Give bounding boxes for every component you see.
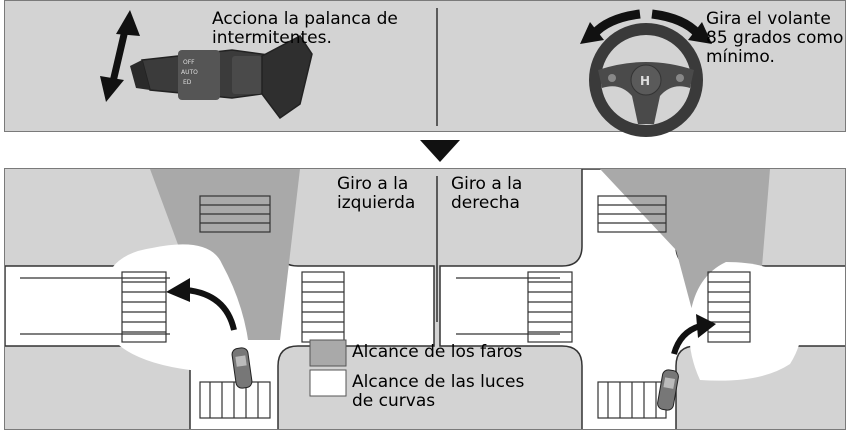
rotate-left-arrow-icon	[580, 9, 641, 44]
turn-left-arrow-icon	[166, 278, 237, 331]
steering-wheel-icon: H	[589, 23, 703, 137]
right-intersection	[439, 169, 845, 429]
headlight-beam-left	[150, 169, 300, 340]
left-intersection	[5, 169, 435, 429]
legend-swatch-cornering	[309, 369, 347, 397]
svg-text:AUTO: AUTO	[181, 69, 198, 76]
up-down-arrow-icon	[100, 10, 140, 102]
svg-text:ED: ED	[183, 79, 192, 86]
left-turn-label: Giro a la izquierda	[337, 174, 416, 213]
turn-signal-lever-icon: OFF AUTO ED	[130, 35, 313, 120]
legend-label-headlight: Alcance de los faros	[352, 342, 523, 362]
svg-text:OFF: OFF	[183, 59, 195, 66]
rotate-right-arrow-icon	[651, 9, 712, 44]
legend	[309, 339, 347, 397]
right-turn-label: Giro a la derecha	[451, 174, 523, 213]
car-left-icon	[231, 347, 253, 389]
cornering-light-left	[107, 244, 250, 371]
wheel-caption: Gira el volante 85 grados como mínimo.	[706, 9, 844, 67]
svg-text:H: H	[640, 74, 650, 88]
crosswalk-right	[527, 195, 751, 419]
down-arrow-icon	[420, 140, 460, 162]
car-right-icon	[657, 369, 679, 411]
legend-label-cornering: Alcance de las luces de curvas	[352, 372, 525, 411]
lever-caption: Acciona la palanca de intermitentes.	[212, 9, 398, 48]
turn-right-arrow-icon	[671, 314, 716, 355]
legend-swatch-headlight	[309, 339, 347, 367]
